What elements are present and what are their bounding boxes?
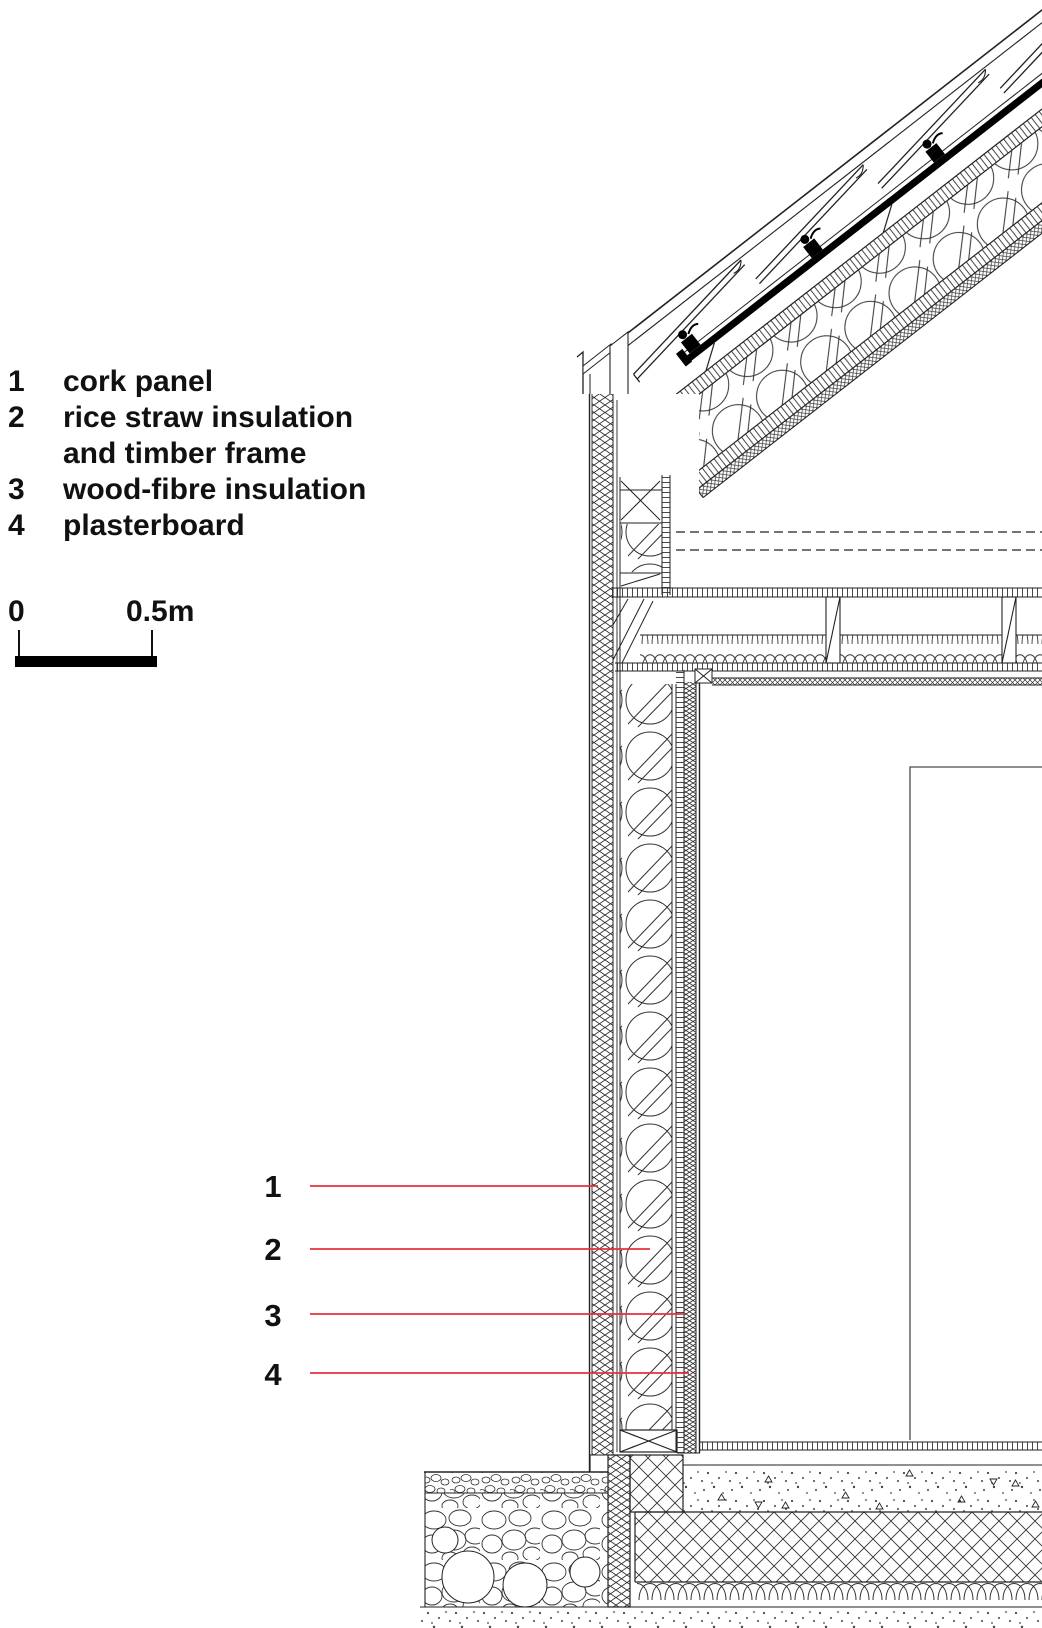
svg-text:4: 4 [264,1357,282,1392]
legend-num-2: 2 [8,401,25,434]
roof-sheathing-outer [617,35,1042,452]
floor-deck-boards [612,588,1042,597]
roof-assembly [610,0,1042,498]
roof-underlay-line [681,13,1042,355]
legend-label-3: wood-fibre insulation [62,473,366,506]
svg-text:1: 1 [264,1169,281,1204]
wall-cork-panel [592,394,613,1455]
ceiling-plasterboard [712,678,1042,685]
hidden-beam-dashes [676,531,1042,551]
large-pebbles [431,1526,601,1608]
wall-plasterboard [684,682,696,1453]
floor-screed [683,1466,1042,1512]
floor-edge-blocking [612,598,654,664]
ground-floor-boards [700,1442,1042,1450]
foundation [420,1441,1042,1628]
floor-insulation [640,634,1042,663]
legend-num-3: 3 [8,473,25,506]
legend: 1 cork panel 2 rice straw insulation and… [8,365,366,542]
legend-label-2: rice straw insulation [63,401,353,434]
scale-bar: 0 0.5m [8,595,194,667]
legend-num-4: 4 [8,509,25,542]
svg-text:2: 2 [264,1232,281,1267]
eaves-drip-edge [576,350,584,394]
floor-soffit-boards [615,663,1042,671]
wall-woodfibre-layer [676,670,684,1453]
underslab-loop-layer [637,1582,1042,1607]
intermediate-floor [612,531,1042,686]
plinth-cork-strip [607,1454,631,1608]
wall-assembly [584,394,701,1472]
legend-label-2b: and timber frame [63,437,306,470]
callouts: 1 2 3 4 [264,1169,689,1392]
legend-num-1: 1 [8,365,25,398]
scale-end-label: 0.5m [126,595,194,628]
roof-tiles [633,0,1042,383]
wall-sill-plate [619,1429,678,1453]
callout-3: 3 [264,1298,685,1333]
screed-aggregate [717,1469,1040,1510]
gravel-fine [425,1472,608,1493]
roof-tile-underline [617,0,1042,355]
underslab-insulation [635,1512,1042,1582]
roof-insulation-coils [646,46,1042,483]
scale-start-label: 0 [8,595,25,628]
roof-tile-battens [678,132,946,354]
perimeter-insulation-upstand [629,1454,684,1513]
eaves-cap [582,342,612,376]
svg-text:3: 3 [264,1298,281,1333]
roof-counter-battens [705,204,893,372]
wall-straw-insulation [620,684,672,1430]
roof-membrane-end [675,348,693,367]
ground-stipple [420,1609,1042,1628]
callout-4: 4 [264,1357,689,1392]
roof-sheathing-inner [685,94,1042,492]
roof-lining-board [696,105,1042,498]
wall-ladder-upper [662,475,670,595]
ceiling-batten [694,668,713,684]
roof-tile-top-line [610,0,1042,347]
callout-2: 2 [264,1232,650,1267]
roof-membrane [684,16,1042,364]
legend-label-4: plasterboard [63,509,245,542]
legend-label-1: cork panel [63,365,213,398]
interior-opening-outline [909,766,1042,1440]
callout-1: 1 [264,1169,598,1204]
scale-bar-rule [15,656,157,667]
